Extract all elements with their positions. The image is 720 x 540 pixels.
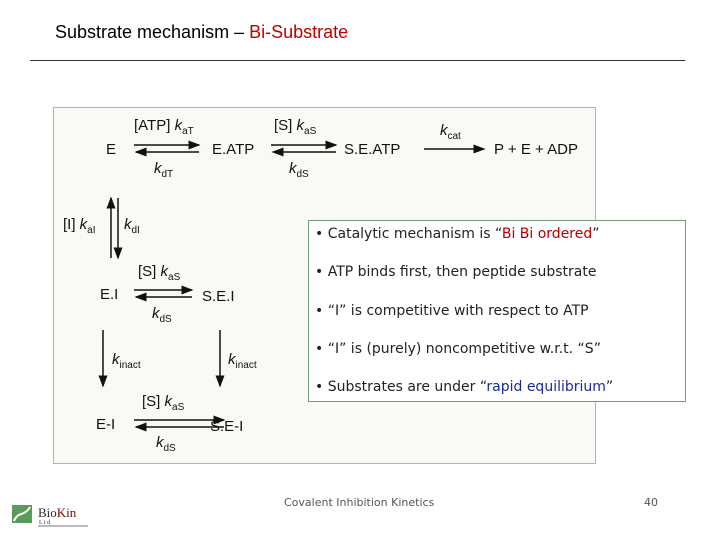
rate-kinact: kinact (228, 351, 257, 371)
title-highlight: Bi-Substrate (249, 22, 349, 42)
bullet-box: • Catalytic mechanism is “Bi Bi ordered”… (308, 220, 686, 402)
logo-icon: BioKin L t d (12, 505, 88, 527)
rate-kaS: [S] kaS (274, 117, 317, 137)
bullet-emphasis: Bi Bi ordered (501, 226, 593, 242)
rate-prefix: [S] (138, 263, 161, 280)
bullet-text: Catalytic mechanism is “ (327, 226, 502, 242)
bullet-text: ATP binds first, then peptide substrate (327, 264, 597, 280)
species-E-ATP: E.ATP (212, 141, 255, 158)
svg-text:BioKin: BioKin (38, 505, 77, 520)
products: P + E + ADP (494, 141, 578, 158)
bullet-item: • “I” is competitive with respect to ATP (315, 303, 589, 319)
rate-kdI: kdI (124, 216, 140, 236)
rate-kdS: kdS (156, 434, 176, 454)
species-E: E (106, 141, 117, 158)
rate-prefix: [I] (63, 216, 80, 233)
bullet-text: ” (592, 226, 600, 242)
bullet-text: “I” is (purely) noncompetitive w.r.t. “S… (327, 341, 601, 357)
rate-kdT: kdT (154, 160, 174, 180)
bullet-text: “I” is competitive with respect to ATP (327, 303, 589, 319)
footer-title: Covalent Inhibition Kinetics (284, 496, 435, 509)
biokin-logo: BioKin L t d (12, 503, 92, 527)
rate-prefix: [S] (274, 117, 297, 134)
bullet-item: • Catalytic mechanism is “Bi Bi ordered” (315, 226, 600, 242)
rate-prefix: [ATP] (134, 117, 175, 134)
rate-kcat: kcat (440, 122, 461, 142)
rate-kaS: [S] kaS (138, 263, 181, 283)
bullet-item: • Substrates are under “rapid equilibriu… (315, 379, 614, 395)
page-number: 40 (644, 496, 658, 509)
rate-kaT: [ATP] kaT (134, 117, 194, 137)
rate-kdS: kdS (289, 160, 309, 180)
slide-title: Substrate mechanism – Bi-Substrate (55, 22, 348, 43)
bullet-text: Substrates are under “ (327, 379, 487, 395)
arrows-svg (98, 140, 486, 432)
rate-kdS: kdS (152, 305, 172, 325)
bullet-text: ” (605, 379, 614, 395)
svg-text:L t d: L t d (39, 520, 50, 526)
rate-kaS: [S] kaS (142, 393, 185, 413)
bullet-item: • ATP binds first, then peptide substrat… (315, 264, 597, 280)
bullet-emphasis: rapid equilibrium (486, 379, 606, 395)
rate-kaI: [I] kaI (63, 216, 96, 236)
species-E-I: E.I (100, 286, 119, 303)
species-S-E-ATP: S.E.ATP (344, 141, 401, 158)
title-divider (30, 60, 685, 61)
species-S-E-I: S.E.I (202, 288, 235, 305)
rate-kinact: kinact (112, 351, 141, 371)
species-S-E-dash-I: S.E-I (210, 418, 244, 435)
species-E-dash-I: E-I (96, 416, 116, 433)
rate-prefix: [S] (142, 393, 165, 410)
bullet-item: • “I” is (purely) noncompetitive w.r.t. … (315, 341, 601, 357)
title-text: Substrate mechanism – (55, 22, 250, 42)
